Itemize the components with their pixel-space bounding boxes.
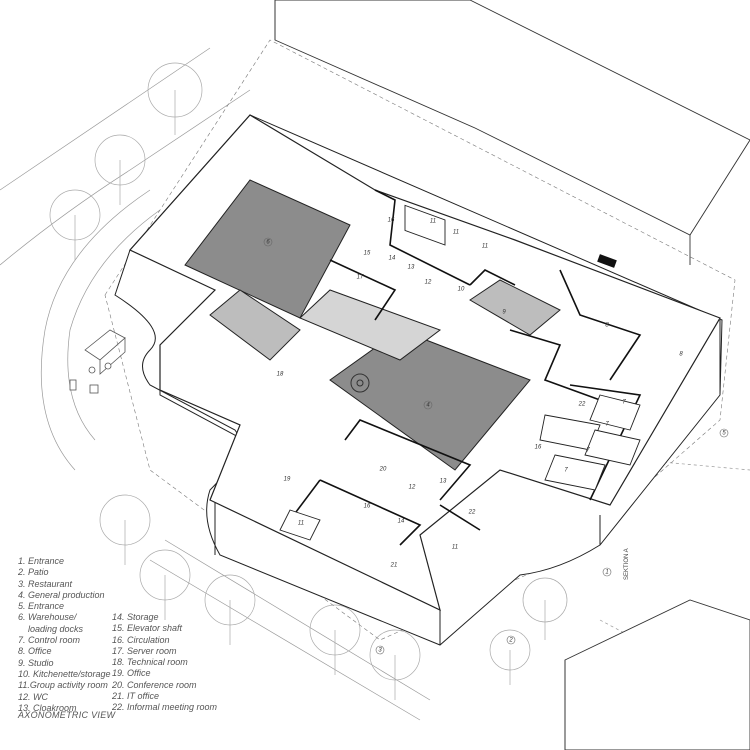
room-label: 10 [458,287,465,293]
room-label: 7 [586,448,590,454]
legend-item: 17. Server room [112,645,177,656]
room-label: 15 [364,251,371,257]
truck [69,329,126,394]
interior-walls [289,189,642,546]
room-label: 7 [564,468,568,474]
room-label: 17 [357,275,364,281]
room-label: 13 [440,479,447,485]
room-label: 11 [482,244,488,250]
room-warehouse-floor [184,179,351,319]
room-label: 12 [409,485,416,491]
spiral-stair [350,373,370,393]
room-label: 13 [408,265,415,271]
small-rooms [279,204,641,541]
legend-item: 1. Entrance [18,556,65,566]
legend-item: 13. Cloakroom [18,702,77,713]
room-label: 5 [722,431,726,437]
room-label: 16 [364,504,371,510]
room-label: 14 [398,519,405,525]
room-label: 22 [578,402,586,408]
room-label: 22 [468,510,476,516]
room-label: 16 [535,445,542,451]
room-label: 2 [508,638,513,644]
legend-item: 14. Storage [112,612,159,622]
legend-item: 15. Elevator shaft [112,623,183,634]
room-label: 4 [426,403,430,409]
legend-item: 22. Informal meeting room [112,702,218,713]
neighbour-building-bottom [564,599,750,750]
legend-item: 19. Office [112,668,151,679]
room-label: 8 [679,352,683,358]
legend-item: loading docks [28,623,84,634]
legend-item: 11.Group activity room [18,680,108,691]
room-label: 8 [605,323,609,329]
roof-vent [597,254,617,268]
view-title: AXONOMETRIC VIEW [18,710,116,720]
room-label: 1 [605,570,608,576]
legend-item: 18. Technical room [112,657,188,668]
room-label: 7 [605,422,609,428]
legend-item: 3. Restaurant [18,578,73,589]
room-label: 11 [452,545,458,551]
legend-item: 6. Warehouse/ [18,612,77,623]
legend-item: 10. Kitchenette/storage [18,668,111,679]
room-label: 19 [284,477,291,483]
room-label: 11 [453,230,459,236]
legend-item: 2. Patio [18,567,49,578]
trees [49,62,568,700]
legend-item: 5. Entrance [18,601,65,612]
room-label: 11 [430,219,436,225]
floor-fills [184,179,561,471]
legend-item: 8. Office [18,646,52,657]
legend-item: 21. IT office [112,691,160,702]
room-label: 6 [266,240,270,246]
room-label: 18 [277,372,284,378]
room-label: 21 [390,563,398,569]
legend-item: 9. Studio [18,657,54,668]
section-label: SEKTION A [624,548,630,580]
legend-column-1: 1. Entrance 2. Patio 3. Restaurant 4. Ge… [18,556,111,714]
legend-column-2: 14. Storage 15. Elevator shaft 16. Circu… [112,612,217,714]
room-label: 12 [425,280,432,286]
legend-item: 16. Circulation [112,634,170,645]
legend-item: 20. Conference room [112,679,197,690]
room-technical-floor [209,289,301,361]
legend-item: 4. General production [18,589,105,600]
neighbour-building-top [274,0,750,265]
room-label: 16 [388,218,395,224]
room-label: 9 [502,310,506,316]
corridor-floor [299,289,442,361]
room-label: 3 [378,648,382,654]
legend-item: 7. Control room [18,635,81,646]
room-label: 14 [389,256,396,262]
room-studio-floor [469,279,561,336]
room-label: 11 [298,521,304,527]
room-label: 7 [622,400,626,406]
label-circles [263,237,729,655]
room-labels: 6 16 11 11 11 15 14 13 17 12 10 9 8 8 18… [266,218,726,654]
room-label: 20 [379,467,387,473]
legend-item: 12. WC [18,691,49,702]
